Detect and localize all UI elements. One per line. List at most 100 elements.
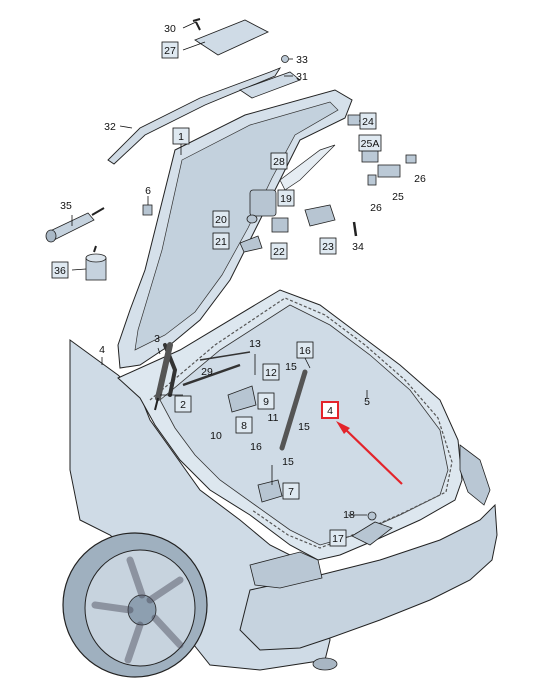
callout-c1: 1: [172, 127, 190, 145]
callout-c25: 25: [392, 191, 404, 203]
callout-number: 13: [249, 338, 261, 350]
callout-box: [329, 529, 347, 547]
small-parts: [45, 18, 417, 546]
callout-c36: 36: [51, 261, 69, 279]
callout-c2: 2: [174, 395, 192, 413]
gas-strut-right: [279, 369, 308, 451]
callout-number: 16: [299, 345, 311, 357]
bracket-8: [227, 385, 257, 413]
callout-number: 6: [145, 185, 151, 197]
callout-box: [212, 232, 230, 250]
part-22: [271, 217, 289, 233]
highlight-arrow: [336, 421, 403, 485]
exhaust-tip: [312, 657, 338, 671]
callout-number: 5: [364, 396, 370, 408]
callout-number: 26: [414, 173, 426, 185]
part-18: [367, 511, 377, 521]
callout-number: 25: [392, 191, 404, 203]
callout-box: [282, 482, 300, 500]
part-17: [351, 521, 393, 546]
callout-c9: 9: [257, 392, 275, 410]
callout-c8: 8: [235, 416, 253, 434]
callout-c7: 7: [282, 482, 300, 500]
callout-number: 3: [154, 333, 160, 345]
callout-c23: 23: [319, 237, 337, 255]
callout-c10: 10: [210, 430, 222, 442]
bolt-34: [352, 221, 358, 237]
callout-c6: 6: [145, 185, 151, 197]
callout-c27: 27: [161, 41, 179, 59]
callout-c31: 31: [296, 71, 308, 83]
part-26b: [405, 154, 417, 164]
part-6: [142, 204, 153, 216]
callout-box: [174, 395, 192, 413]
callout-number: 27: [164, 45, 176, 57]
callout-number: 24: [362, 116, 374, 128]
part-7: [257, 479, 283, 503]
callout-number: 35: [60, 200, 72, 212]
callout-c17: 17: [329, 529, 347, 547]
callout-number: 21: [215, 236, 227, 248]
callout-number: 20: [215, 214, 227, 226]
callout-box: [359, 112, 377, 130]
callout-box: [257, 392, 275, 410]
gasket-13: [199, 351, 251, 361]
callout-box: [51, 261, 69, 279]
callout-number: 28: [273, 156, 285, 168]
bracket-31: [239, 71, 301, 99]
callout-box: [358, 134, 382, 152]
callout-box: [277, 189, 295, 207]
callout-c18: 18: [343, 509, 355, 521]
callout-number: 15: [282, 456, 294, 468]
callout-c25a: 25A: [358, 134, 382, 152]
callout-c26a: 26: [370, 202, 382, 214]
callout-box: [319, 237, 337, 255]
callout-number: 23: [322, 241, 334, 253]
callout-number: 36: [54, 265, 66, 277]
callout-box: [172, 127, 190, 145]
callout-number: 2: [180, 399, 186, 411]
callout-number: 30: [164, 23, 176, 35]
callout-number: 16: [250, 441, 262, 453]
trunk-seal: [149, 297, 453, 549]
can-36: [85, 245, 107, 281]
callout-number: 15: [298, 421, 310, 433]
callout-number: 9: [263, 396, 269, 408]
callout-number: 7: [288, 486, 294, 498]
trunk-lid-inner: [134, 101, 339, 351]
lock-19: [249, 189, 277, 217]
callout-box: [270, 242, 288, 260]
tail-light: [459, 444, 491, 506]
callout-number: 10: [210, 430, 222, 442]
callout-c33: 33: [296, 54, 308, 66]
callout-number: 26: [370, 202, 382, 214]
callout-c30: 30: [164, 23, 176, 35]
callout-c11: 11: [268, 412, 279, 424]
callout-c13: 13: [249, 338, 261, 350]
callout-number: 17: [332, 533, 344, 545]
callout-c4h: 4: [321, 401, 339, 419]
callout-c22: 22: [270, 242, 288, 260]
leader-lines: [71, 21, 368, 516]
callout-box: [270, 152, 288, 170]
callout-c19: 19: [277, 189, 295, 207]
screw-30: [192, 18, 201, 31]
plate-27: [194, 19, 270, 56]
callout-c35: 35: [60, 200, 72, 212]
callout-c4: 4: [99, 344, 105, 356]
callout-c21: 21: [212, 232, 230, 250]
rear-bumper: [239, 503, 498, 651]
callout-number: 34: [352, 241, 364, 253]
callout-c20: 20: [212, 210, 230, 228]
callout-box: [321, 401, 339, 419]
callout-number: 32: [104, 121, 116, 133]
callout-c15c: 15: [298, 421, 310, 433]
callout-c32: 32: [104, 121, 116, 133]
part-21: [239, 235, 263, 253]
callout-box: [235, 416, 253, 434]
part-26a: [367, 174, 377, 186]
rear-wheel: [62, 532, 208, 678]
callout-c15b: 15: [282, 456, 294, 468]
callout-c24: 24: [359, 112, 377, 130]
